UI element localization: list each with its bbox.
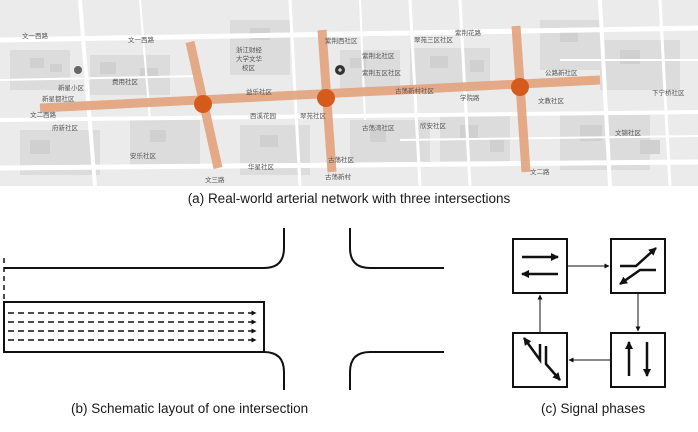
map-label: 府新社区 xyxy=(52,123,79,132)
map-label: 紫荆五区社区 xyxy=(362,68,402,77)
map-label: 文一西路 xyxy=(22,31,49,40)
map-label: 古荡社区 xyxy=(328,155,355,164)
map-label: 校区 xyxy=(242,63,256,72)
lane-group xyxy=(3,301,265,353)
map-label: 西溪花园 xyxy=(250,111,276,120)
map-label: 安乐社区 xyxy=(130,151,157,160)
curb-top-right xyxy=(349,228,444,269)
intersection-markers xyxy=(194,78,529,113)
intersection-3 xyxy=(511,78,529,96)
intersection-2 xyxy=(317,89,335,107)
caption-c: (c) Signal phases xyxy=(541,401,646,416)
map-label: 下宁桥社区 xyxy=(652,88,685,97)
left-turn-arrow-sw xyxy=(619,268,656,286)
lower-panels xyxy=(3,228,666,390)
map-pin-icon xyxy=(335,65,345,75)
map-label: 翠苑三区社区 xyxy=(414,35,454,44)
phase-transition-arrows xyxy=(537,263,641,363)
map-label: 公路新社区 xyxy=(545,68,578,77)
curb-top-left xyxy=(4,228,285,269)
map-streets xyxy=(0,0,698,186)
map-label: 紫荆花路 xyxy=(455,28,482,37)
map-label: 翠苑社区 xyxy=(300,111,327,120)
left-turn-arrow-ne xyxy=(620,247,657,268)
map-label: 古荡新村 xyxy=(325,172,352,181)
map-label: 文一西路 xyxy=(128,35,155,44)
caption-a: (a) Real-world arterial network with thr… xyxy=(187,191,511,206)
map-label: 大学文华 xyxy=(236,54,263,63)
map-label: 紫荆北社区 xyxy=(362,51,395,60)
map-label: 文二路 xyxy=(530,167,550,176)
signal-phases xyxy=(512,238,666,388)
map-label: 古荡湾社区 xyxy=(362,123,395,132)
map-label: 文教社区 xyxy=(538,96,565,105)
map-label: 浙江财经 xyxy=(236,45,263,54)
left-turn-arrow-nw xyxy=(522,337,542,364)
caption-b: (b) Schematic layout of one intersection xyxy=(71,401,309,416)
curb-bottom-right xyxy=(349,351,444,390)
map-label: 文三路 xyxy=(205,175,225,184)
intersection-schematic xyxy=(4,228,444,390)
approach-lanes xyxy=(3,258,265,353)
map-label: 华星社区 xyxy=(248,162,275,171)
map-label: 文锦社区 xyxy=(615,128,642,137)
phase-1-box xyxy=(512,238,568,294)
cross-road-3 xyxy=(511,25,531,173)
map-label: 古荡新村社区 xyxy=(395,86,435,95)
phase-3-box xyxy=(610,332,666,388)
map-label: 文二西路 xyxy=(30,110,57,119)
map-label: 紫荆西社区 xyxy=(325,36,358,45)
intersection-1 xyxy=(194,95,212,113)
map-label: 欣安社区 xyxy=(420,121,447,130)
phase-4-box xyxy=(512,332,568,388)
map-label: 新星都社区 xyxy=(42,94,75,103)
phase-2-box xyxy=(610,238,666,294)
left-turn-arrow-se xyxy=(544,346,561,381)
map-label: 益乐社区 xyxy=(246,87,273,96)
map-label: 新星小区 xyxy=(58,83,85,92)
curb-bottom-left xyxy=(4,351,285,390)
map-label: 费用社区 xyxy=(112,77,139,86)
map-pin-icon xyxy=(74,66,82,74)
map-label: 学院路 xyxy=(460,93,480,102)
